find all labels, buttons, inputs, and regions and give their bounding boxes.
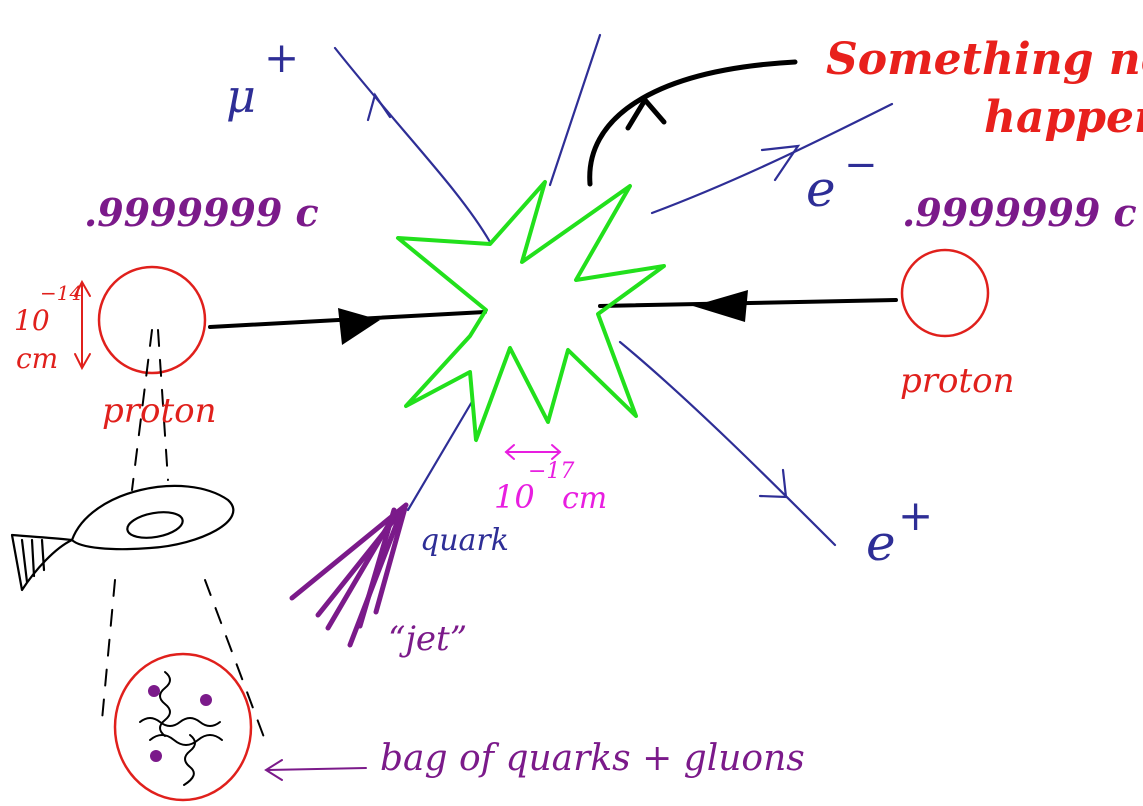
quark-bag (115, 654, 251, 800)
positron-label: e (866, 514, 896, 572)
jet-label: “jet” (388, 619, 467, 659)
proton-size-base: 10 (14, 304, 50, 337)
electron-arrowhead (762, 146, 798, 180)
electron-label: e (806, 160, 836, 218)
left-proton (99, 267, 205, 373)
left-speed-label: .9999999 c (84, 190, 319, 235)
muon-arrowhead (368, 95, 390, 120)
particle-tracks (335, 35, 892, 545)
collision-burst (398, 182, 664, 440)
collision-size-arrow (506, 445, 560, 459)
proton-size-unit: cm (16, 342, 58, 375)
electron-charge: − (844, 142, 878, 188)
headline-line1: Something new (826, 34, 1143, 85)
quark-bag-label: bag of quarks + gluons (380, 738, 805, 779)
quark-label: quark (420, 523, 509, 558)
eye-icon (12, 486, 233, 590)
quark-track (408, 400, 473, 510)
muon-track (335, 48, 490, 242)
positron-track (620, 342, 835, 545)
collision-size-unit: cm (562, 481, 607, 516)
bag-pointer-arrow (266, 760, 366, 780)
left-beam-arrowhead (338, 308, 380, 345)
right-beam-arrowhead (693, 290, 748, 322)
positron-charge: + (898, 491, 933, 540)
right-proton (902, 250, 988, 336)
right-beam (600, 300, 896, 306)
left-proton-label: proton (102, 391, 217, 431)
headline-line2: happens! (984, 92, 1143, 143)
proton-size-exp: −14 (40, 281, 82, 305)
muon-charge: + (264, 33, 299, 82)
right-speed-label: .9999999 c (902, 190, 1137, 235)
right-proton-label: proton (900, 361, 1015, 401)
beam-lines (210, 300, 896, 327)
muon-label: μ (226, 69, 256, 123)
